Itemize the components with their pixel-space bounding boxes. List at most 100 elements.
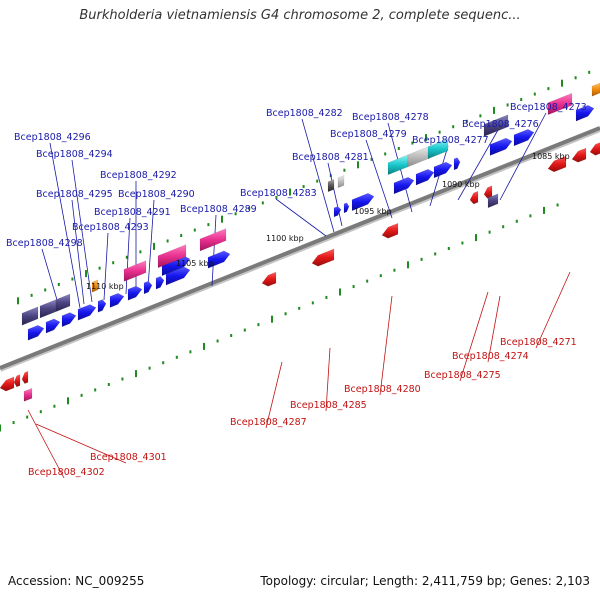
leader-line — [429, 145, 449, 207]
reverse-scale-tick — [12, 421, 15, 425]
gene-shape — [39, 299, 57, 319]
leader-line — [103, 232, 109, 301]
forward-scale-tick — [17, 297, 19, 305]
gene-feature — [199, 228, 227, 252]
gene-label: Bcep1808_4293 — [72, 222, 149, 233]
gene-feature — [327, 179, 335, 193]
forward-scale-tick — [57, 282, 60, 286]
gene-feature — [123, 260, 147, 282]
gene-shape — [453, 157, 461, 171]
reverse-scale-tick — [434, 252, 437, 256]
forward-scale-tick — [98, 266, 101, 270]
gene-shape — [547, 92, 573, 116]
gene-shape — [311, 248, 335, 267]
scale-label: 1090 kbp — [442, 180, 480, 189]
scale-label: 1095 kbp — [354, 207, 392, 216]
leader-line — [71, 199, 85, 305]
forward-scale-tick — [411, 141, 414, 145]
forward-scale-tick — [112, 261, 115, 265]
reverse-scale-tick — [26, 415, 29, 419]
gene-feature — [407, 145, 431, 168]
leader-line — [125, 217, 131, 295]
forward-scale-tick — [574, 76, 577, 80]
gene-shape — [21, 306, 39, 326]
gene-shape — [575, 105, 595, 122]
gene-label: Bcep1808_4283 — [240, 188, 317, 199]
gene-feature — [453, 157, 461, 171]
gene-label: Bcep1808_4285 — [290, 400, 367, 411]
gene-feature — [483, 114, 509, 137]
reverse-scale-tick — [80, 393, 83, 397]
leader-line — [459, 291, 489, 382]
gene-shape — [387, 154, 409, 176]
gene-shape — [21, 370, 29, 384]
gene-shape — [393, 177, 415, 195]
gene-feature — [21, 306, 39, 326]
gene-shape — [55, 293, 71, 312]
gene-label: Bcep1808_4281 — [292, 152, 369, 163]
forward-scale-tick — [397, 146, 400, 150]
gene-feature — [55, 293, 71, 312]
reverse-scale-tick — [407, 261, 409, 269]
gene-shape — [433, 161, 453, 179]
gene-label: Bcep1808_4273 — [510, 102, 587, 113]
leader-line — [265, 361, 283, 429]
accession-text: Accession: NC_009255 — [8, 574, 145, 588]
gene-shape — [143, 280, 153, 295]
gene-shape — [513, 129, 535, 147]
reverse-scale-tick — [556, 203, 559, 207]
gene-label: Bcep1808_4298 — [6, 238, 83, 249]
forward-scale-tick — [125, 255, 128, 259]
gene-label: Bcep1808_4291 — [94, 207, 171, 218]
reverse-scale-tick — [39, 410, 42, 414]
forward-scale-tick — [493, 106, 495, 114]
gene-feature — [333, 206, 342, 218]
gene-shape — [123, 260, 147, 282]
reverse-scale-tick — [121, 377, 124, 381]
forward-scale-tick — [479, 114, 482, 118]
leader-line — [27, 409, 65, 479]
gene-feature — [571, 147, 587, 163]
gene-label: Bcep1808_4290 — [118, 189, 195, 200]
gene-shape — [427, 138, 449, 160]
gene-feature — [547, 155, 567, 173]
leader-line — [365, 139, 393, 219]
forward-scale-tick — [452, 125, 455, 129]
gene-feature — [143, 280, 153, 295]
leader-line — [211, 214, 217, 287]
gene-feature — [0, 376, 15, 392]
reverse-scale-tick — [94, 388, 97, 392]
forward-scale-tick — [561, 79, 563, 87]
gene-feature — [351, 193, 375, 212]
tick-rows — [0, 70, 591, 432]
gene-label: Bcep1808_4280 — [344, 384, 421, 395]
gene-label: Bcep1808_4274 — [452, 351, 529, 362]
gene-shape — [483, 114, 509, 137]
reverse-scale-tick — [515, 219, 518, 223]
gene-feature — [427, 138, 449, 160]
forward-scale-tick — [425, 134, 427, 142]
gene-shape — [91, 279, 99, 293]
forward-scale-tick — [85, 270, 87, 278]
leader-line — [147, 199, 155, 289]
gene-shape — [27, 325, 45, 341]
leader-line — [327, 162, 343, 227]
gene-shape — [591, 82, 600, 97]
scale-label: 1100 kbp — [266, 234, 304, 243]
gene-feature — [61, 312, 77, 328]
reverse-scale-tick — [162, 361, 165, 365]
gene-shape — [61, 312, 77, 328]
reverse-scale-tick — [216, 339, 219, 343]
gene-feature — [39, 299, 57, 319]
forward-scale-tick — [533, 92, 536, 96]
gene-feature — [513, 129, 535, 147]
gene-feature — [343, 202, 350, 214]
gene-label: Bcep1808_4294 — [36, 149, 113, 160]
forward-scale-tick — [289, 188, 291, 196]
gene-feature — [487, 193, 499, 209]
gene-feature — [23, 387, 33, 402]
forward-scale-tick — [139, 250, 142, 254]
forward-scale-tick — [275, 195, 278, 199]
gene-feature — [21, 370, 29, 384]
reverse-scale-tick — [488, 230, 491, 234]
